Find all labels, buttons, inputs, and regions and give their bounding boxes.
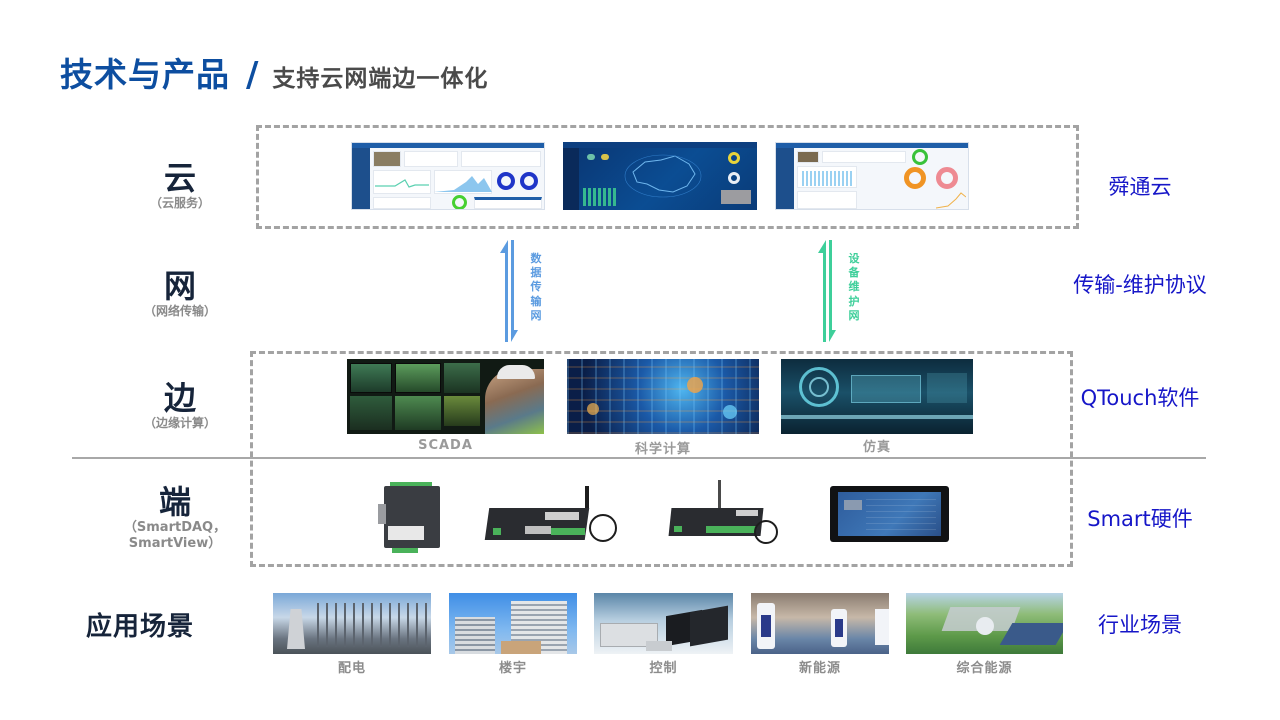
scene-caption-new-energy: 新能源 xyxy=(798,661,841,676)
edge-device-divider xyxy=(72,457,1206,459)
layer-subtitle: （边缘计算） xyxy=(143,416,216,430)
title-separator: / xyxy=(246,55,259,95)
layer-subtitle: （网络传输） xyxy=(143,304,216,318)
data-transfer-char: 据 xyxy=(530,266,542,279)
layer-title: 云 xyxy=(163,159,196,197)
layer-title: 边 xyxy=(163,379,196,417)
maintenance-char: 维 xyxy=(848,280,860,293)
edge-caption-scada: SCADA xyxy=(418,438,473,453)
data-transfer-char: 数 xyxy=(530,252,542,265)
scene-image-building xyxy=(449,593,577,654)
right-label-device: Smart硬件 xyxy=(1087,507,1193,531)
maintenance-char: 网 xyxy=(848,309,860,322)
scene-caption-power-distribution: 配电 xyxy=(337,661,366,676)
maintenance-char: 护 xyxy=(848,295,860,308)
layer-subtitle-line2: SmartView） xyxy=(128,536,222,551)
edge-image-scientific-computing xyxy=(567,359,759,434)
cloud-dashboard-3 xyxy=(775,142,969,210)
scene-image-new-energy xyxy=(751,593,889,654)
page-title: 技术与产品 / 支持云网端边一体化 xyxy=(60,48,488,96)
scene-caption-integrated-energy: 综合能源 xyxy=(956,661,1013,676)
maintenance-char: 设 xyxy=(848,252,860,265)
cloud-layer-box xyxy=(256,125,1079,229)
scene-image-power-distribution xyxy=(273,593,431,654)
data-transfer-char: 传 xyxy=(530,280,542,293)
layer-label-scenes: 应用场景 xyxy=(86,612,195,642)
layer-label-edge: 边 （边缘计算） xyxy=(120,380,240,431)
layer-subtitle: （云服务） xyxy=(149,196,210,210)
layer-label-cloud: 云 （云服务） xyxy=(120,160,240,211)
edge-device-layer-box xyxy=(250,351,1073,567)
scene-image-integrated-energy xyxy=(906,593,1063,654)
cloud-dashboard-2 xyxy=(563,142,757,210)
edge-caption-scientific-computing: 科学计算 xyxy=(634,442,691,457)
maintenance-char: 备 xyxy=(848,266,860,279)
scene-caption-control: 控制 xyxy=(649,661,678,676)
title-main: 技术与产品 xyxy=(60,55,230,94)
maintenance-arrow-icon xyxy=(818,240,836,342)
scene-caption-building: 楼宇 xyxy=(498,661,527,676)
right-label-scenes: 行业场景 xyxy=(1098,613,1182,637)
data-transfer-arrow-icon xyxy=(500,240,518,342)
layer-title: 端 xyxy=(158,483,191,521)
right-label-edge: QTouch软件 xyxy=(1080,386,1200,410)
right-label-cloud: 舜通云 xyxy=(1108,175,1172,199)
layer-label-device: 端 （SmartDAQ， SmartView） xyxy=(115,484,235,552)
device-smartdaq-gateway-antenna xyxy=(484,486,621,544)
layer-subtitle-line1: （SmartDAQ， xyxy=(123,520,227,535)
scene-image-control xyxy=(594,593,733,654)
data-transfer-char: 输 xyxy=(530,295,542,308)
layer-label-network: 网 （网络传输） xyxy=(120,268,240,319)
data-transfer-char: 网 xyxy=(530,309,542,322)
device-smartview-touch-panel xyxy=(830,486,949,542)
edge-image-simulation xyxy=(781,359,973,434)
edge-caption-simulation: 仿真 xyxy=(862,440,891,455)
edge-image-scada xyxy=(347,359,544,434)
title-subtitle: 支持云网端边一体化 xyxy=(272,66,489,92)
layer-title: 网 xyxy=(163,267,196,305)
device-smartdaq-gateway-rack xyxy=(666,480,780,546)
cloud-dashboard-1 xyxy=(351,142,545,210)
device-smartdaq-din-module xyxy=(378,482,444,554)
right-label-network: 传输-维护协议 xyxy=(1073,273,1207,297)
